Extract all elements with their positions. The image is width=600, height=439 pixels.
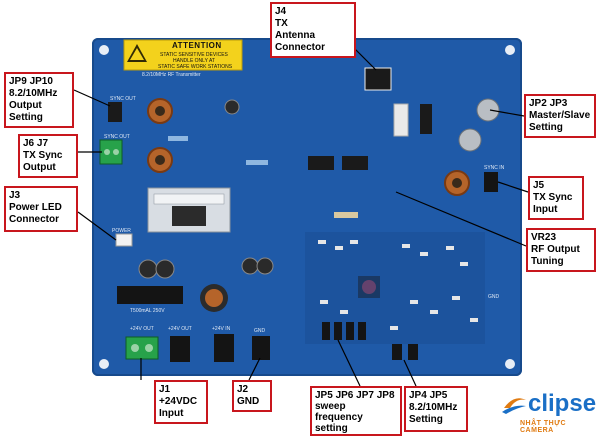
capacitor [476, 98, 500, 122]
smd-components [318, 240, 478, 330]
ic-chip [308, 156, 334, 170]
silk-24v-out-1: +24V OUT [130, 326, 154, 332]
silk-sync-out-1: SYNC OUT [110, 96, 136, 102]
resistor [334, 212, 358, 218]
silk-24v-out-2: +24V OUT [168, 326, 192, 332]
attention-sticker [123, 39, 243, 71]
attention-line3: STATIC SAFE WORK STATIONS [158, 64, 233, 70]
silk-model: 8.2/10MHz RF Transmitter [142, 72, 201, 78]
mount-hole [505, 359, 515, 369]
attention-title: ATTENTION [172, 41, 222, 50]
jumper-row [322, 322, 418, 360]
jumper-header [108, 102, 122, 122]
eclipse-logo-icon [502, 398, 526, 414]
mount-hole [99, 359, 109, 369]
silk-gnd-2: GND [488, 294, 500, 300]
silk-24v-in: +24V IN [212, 326, 231, 332]
silk-gnd-1: GND [254, 328, 266, 334]
capacitor [458, 128, 482, 152]
resistor [246, 160, 268, 165]
header-gnd [252, 336, 270, 360]
attention-line1: STATIC SENSITIVE DEVICES [160, 52, 228, 58]
silk-sync-in: SYNC IN [484, 165, 505, 171]
header-24v-out-2 [214, 334, 234, 362]
power-led-connector [115, 233, 133, 247]
ic-chip [393, 103, 409, 137]
capacitor [241, 257, 259, 275]
capacitor [256, 257, 274, 275]
header-24v-out-1 [170, 336, 190, 362]
power-input-terminal [125, 336, 159, 360]
attention-line2: HANDLE ONLY AT [173, 58, 215, 64]
ic-chip [420, 104, 432, 134]
sync-input-header [484, 172, 498, 192]
silk-fuse: T500mAL 250V [130, 308, 165, 314]
silk-sync-out-2: SYNC OUT [104, 134, 130, 140]
ic-chip [342, 156, 368, 170]
capacitor [155, 259, 175, 279]
capacitor [224, 99, 240, 115]
mount-hole [505, 45, 515, 55]
logo-text: clipse [528, 390, 597, 417]
mount-hole [99, 45, 109, 55]
pointer-lines [73, 47, 529, 387]
fuse-holder [117, 286, 183, 304]
silk-power: POWER [112, 228, 131, 234]
resistor [168, 136, 188, 141]
antenna-connector [364, 67, 392, 91]
logo-subtitle: NHẬT THỰC CAMERA [520, 420, 567, 434]
capacitor [138, 259, 158, 279]
